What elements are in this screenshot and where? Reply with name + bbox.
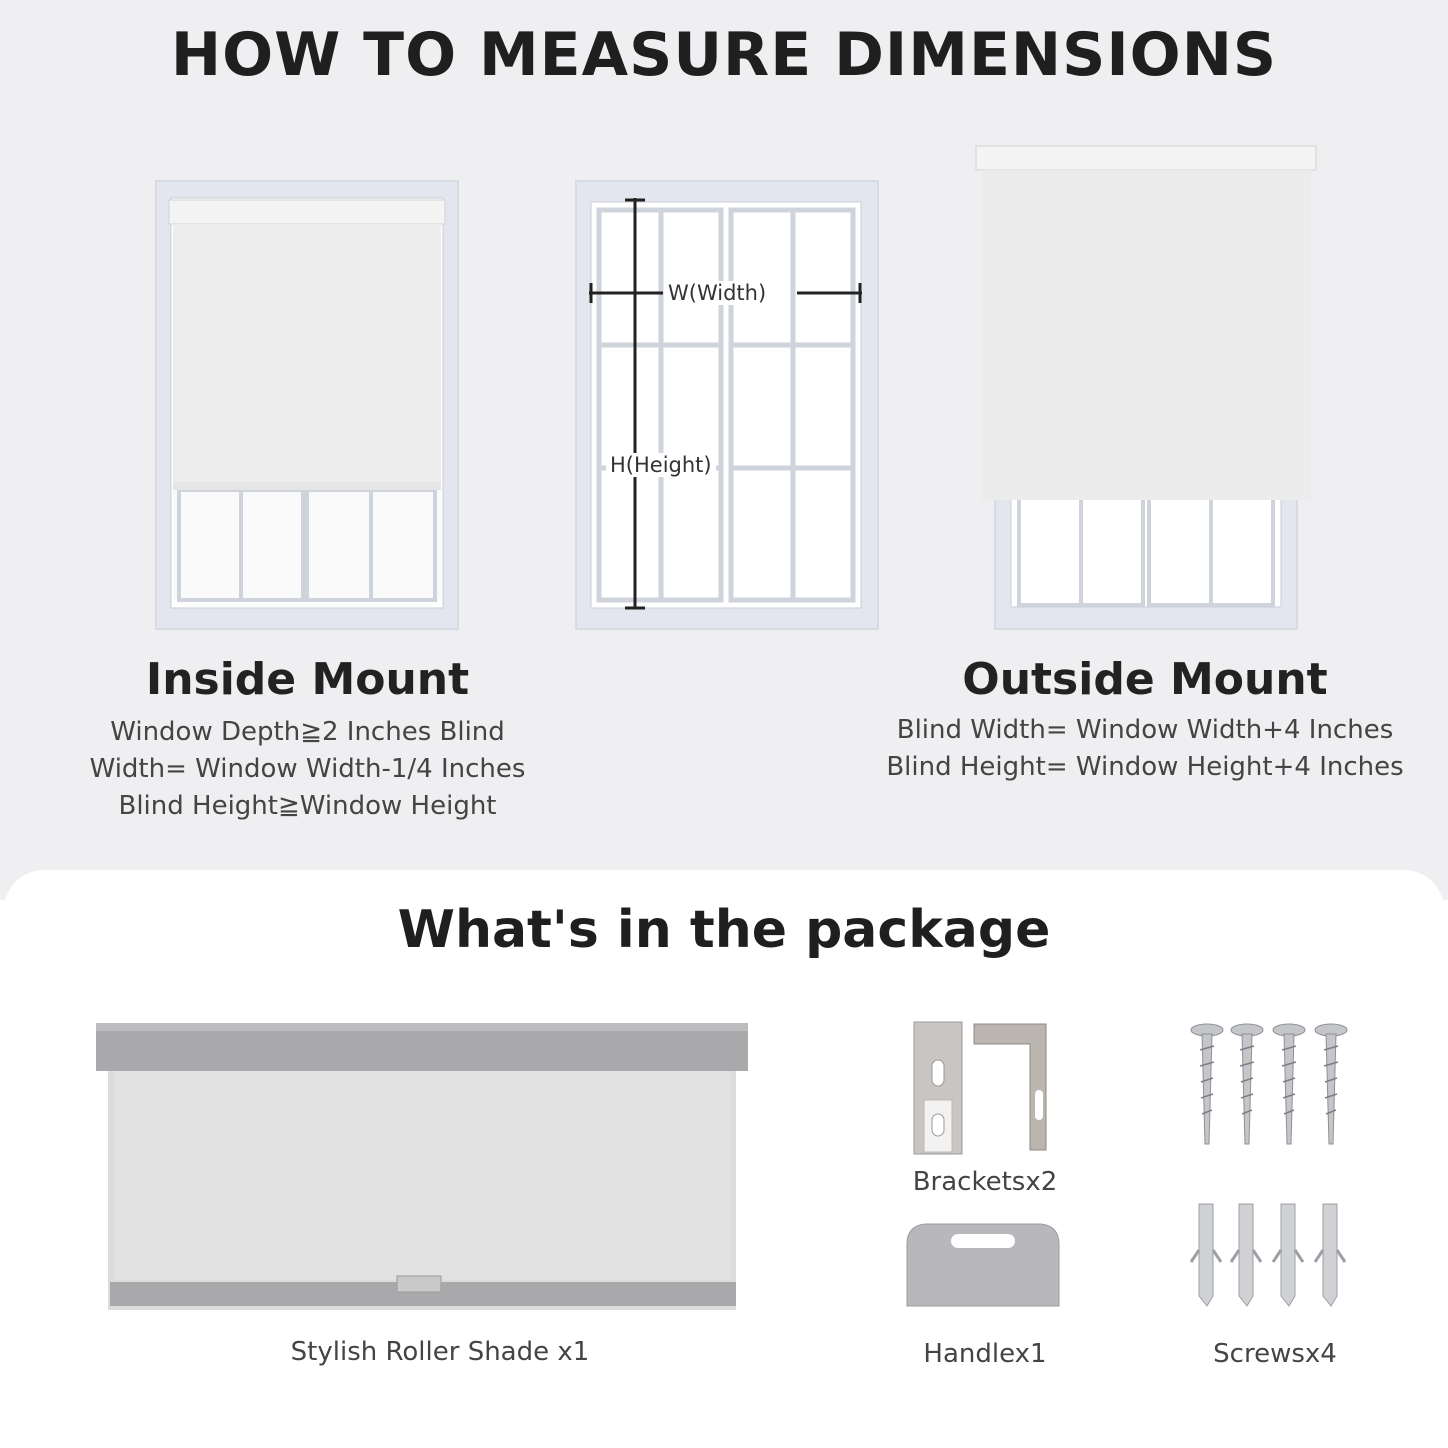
brackets-caption: Bracketsx2 (912, 1167, 1058, 1197)
outside-mount-instructions: Blind Width= Window Width+4 Inches Blind… (870, 712, 1420, 786)
inside-mount-line: Width= Window Width-1/4 Inches (89, 754, 526, 784)
page-title: HOW TO MEASURE DIMENSIONS (170, 20, 1278, 90)
outside-mount-window-image (975, 145, 1317, 630)
screws-caption: Screwsx4 (1213, 1339, 1337, 1369)
screw-icon (1190, 1023, 1348, 1145)
inside-mount-instructions: Window Depth≧2 Inches Blind Width= Windo… (60, 714, 555, 825)
bracket-icon (913, 1021, 1047, 1155)
height-label: H(Height) (606, 453, 716, 477)
wall-anchor-icon (1189, 1203, 1347, 1307)
outside-mount-line: Blind Height= Window Height+4 Inches (886, 752, 1404, 782)
inside-mount-title: Inside Mount (145, 654, 470, 705)
handle-caption: Handlex1 (923, 1339, 1047, 1369)
outside-mount-title: Outside Mount (962, 654, 1328, 705)
roller-shade-caption: Stylish Roller Shade x1 (290, 1337, 590, 1367)
inside-mount-line: Blind Height≧Window Height (118, 791, 497, 821)
roller-shade-icon (96, 1023, 748, 1310)
package-title: What's in the package (397, 900, 1051, 960)
handle-icon (906, 1223, 1060, 1307)
width-label: W(Width) (664, 281, 771, 305)
outside-mount-line: Blind Width= Window Width+4 Inches (896, 715, 1394, 745)
inside-mount-line: Window Depth≧2 Inches Blind (110, 717, 505, 747)
measure-window-image (575, 180, 879, 630)
inside-mount-window-image (155, 180, 459, 630)
